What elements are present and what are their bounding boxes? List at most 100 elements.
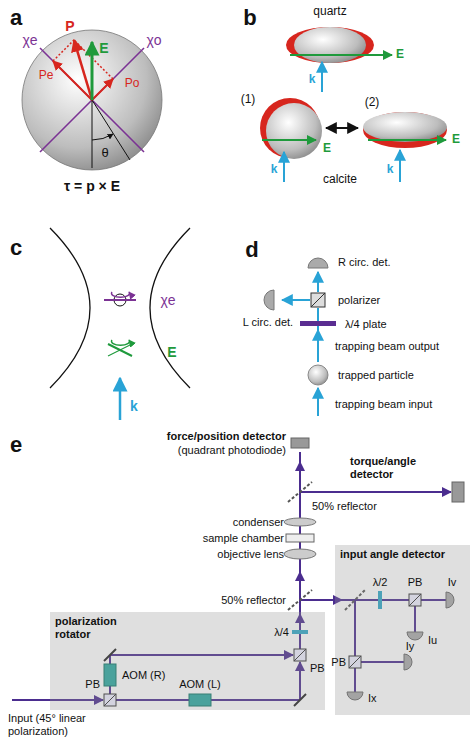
vector-label: E: [99, 40, 108, 56]
calcite-particle: [368, 139, 446, 141]
angle-label: θ: [101, 146, 108, 161]
quartz-particle: [290, 54, 392, 56]
signal-label: Ix: [368, 692, 377, 705]
detection-scheme: [282, 299, 310, 301]
part-label: λ/4: [274, 626, 289, 639]
optical-beam: [299, 572, 301, 585]
detection-scheme: [311, 293, 325, 307]
part-label: λ/4 plate: [345, 318, 387, 331]
polarization-vector: [53, 40, 74, 61]
part-label: 50% reflector: [221, 594, 286, 607]
birefringent-sphere: [22, 30, 162, 170]
calcite-particle: [260, 98, 447, 182]
calcite-particle: [262, 139, 316, 141]
beam-waist: [50, 228, 90, 388]
optical-beam: [300, 491, 451, 493]
part-label: L circ. det.: [243, 316, 293, 329]
part-label: R circ. det.: [338, 256, 391, 269]
region-heading: polarization rotator: [50, 612, 135, 643]
microscope-optics: [286, 534, 314, 542]
beam-waist: [50, 228, 190, 388]
part-label: PB: [408, 576, 423, 589]
detection-scheme: [264, 290, 274, 310]
detection-scheme: [317, 272, 319, 292]
axis-label: χo: [146, 32, 161, 48]
signal-label: Iv: [448, 576, 457, 589]
vector-label: Po: [125, 77, 140, 91]
part-label: PB: [331, 656, 346, 669]
microscope-optics: [284, 549, 316, 559]
quartz-particle: [286, 27, 392, 92]
vector-label: P: [65, 18, 74, 34]
detection-scheme: [264, 258, 336, 416]
vector-label: E: [323, 142, 331, 156]
panel-letter: a: [10, 5, 22, 30]
signal-label: Iu: [428, 634, 437, 647]
part-label: λ/2: [373, 576, 388, 589]
polarization-vector: [74, 40, 92, 100]
panel-letter: e: [10, 432, 22, 457]
vector-label: E: [167, 344, 176, 360]
calcite-particle: [326, 127, 358, 129]
polarization-vector: [92, 79, 113, 100]
calcite-particle: [399, 150, 401, 182]
trapped-particle-symbol: [119, 378, 122, 420]
calcite-particle: [283, 152, 285, 182]
angle-reference: [92, 100, 130, 160]
part-label: force/position detector: [167, 430, 286, 443]
microscope-optics: [284, 438, 464, 559]
partial-reflector: [288, 590, 312, 610]
material-label: calcite: [323, 173, 357, 187]
detection-scheme: [308, 258, 328, 268]
vector-label: k: [130, 398, 138, 414]
detection-scheme: [300, 321, 336, 326]
state-number: (2): [365, 96, 380, 110]
birefringent-sphere: [22, 30, 162, 170]
trapped-particle-symbol: [111, 292, 129, 297]
vector-label: k: [309, 73, 316, 87]
part-label: trapping beam output: [335, 340, 439, 353]
vector-label: E: [452, 133, 460, 147]
quartz-particle: [321, 62, 323, 92]
part-label: PB: [310, 662, 325, 675]
part-label: (quadrant photodiode): [178, 444, 286, 457]
field-arrow: [92, 42, 93, 100]
vector-label: E: [396, 48, 404, 62]
microscope-optics: [452, 482, 464, 502]
state-number: (1): [241, 93, 256, 107]
part-label: Input (45° linear polarization): [8, 712, 138, 737]
microscope-optics: [291, 438, 309, 448]
part-label: AOM (R): [122, 669, 165, 682]
detection-scheme: [317, 330, 319, 362]
part-label: objective lens: [217, 548, 284, 561]
region-heading: input angle detector: [335, 545, 463, 564]
part-label: trapping beam input: [335, 398, 432, 411]
quartz-particle: [294, 27, 366, 63]
angle-reference: [92, 134, 113, 140]
material-label: quartz: [313, 5, 346, 19]
detection-scheme: [311, 293, 325, 307]
optical-beam: [299, 462, 301, 475]
signal-label: Iy: [406, 640, 415, 653]
axis-label: χe: [22, 32, 37, 48]
panel-letter: b: [243, 5, 256, 30]
part-label: polarizer: [338, 294, 380, 307]
panel-letter: c: [10, 235, 22, 260]
calcite-particle: [363, 112, 447, 148]
axis-label: χe: [160, 292, 175, 308]
trapped-particle-symbol: [104, 299, 136, 301]
angle-reference: [92, 100, 130, 168]
part-label: 50% reflector: [312, 500, 377, 513]
part-label: condenser: [233, 516, 284, 529]
part-label: sample chamber: [203, 532, 284, 545]
detection-scheme: [308, 365, 328, 385]
field-arrow: [91, 42, 94, 100]
part-label: PB: [85, 678, 100, 691]
beam-waist: [150, 228, 190, 388]
calcite-particle: [266, 103, 322, 159]
panel-letter: d: [245, 237, 258, 262]
part-label: trapped particle: [338, 369, 414, 382]
detection-scheme: [317, 308, 319, 330]
polarization-vector: [53, 40, 113, 100]
